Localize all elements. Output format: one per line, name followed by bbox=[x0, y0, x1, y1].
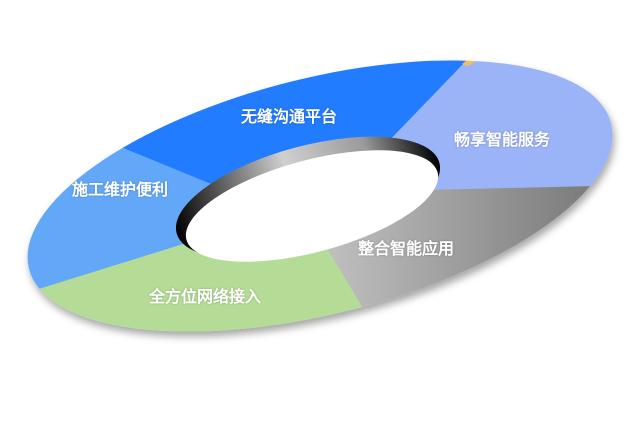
label-smart-service: 畅享智能服务 bbox=[453, 130, 551, 149]
label-maintenance: 施工维护便利 bbox=[71, 180, 169, 199]
label-integrated-apps: 整合智能应用 bbox=[357, 239, 455, 258]
label-network-access: 全方位网络接入 bbox=[148, 287, 262, 306]
label-seamless: 无缝沟通平台 bbox=[240, 107, 338, 126]
center-hole bbox=[185, 150, 439, 262]
